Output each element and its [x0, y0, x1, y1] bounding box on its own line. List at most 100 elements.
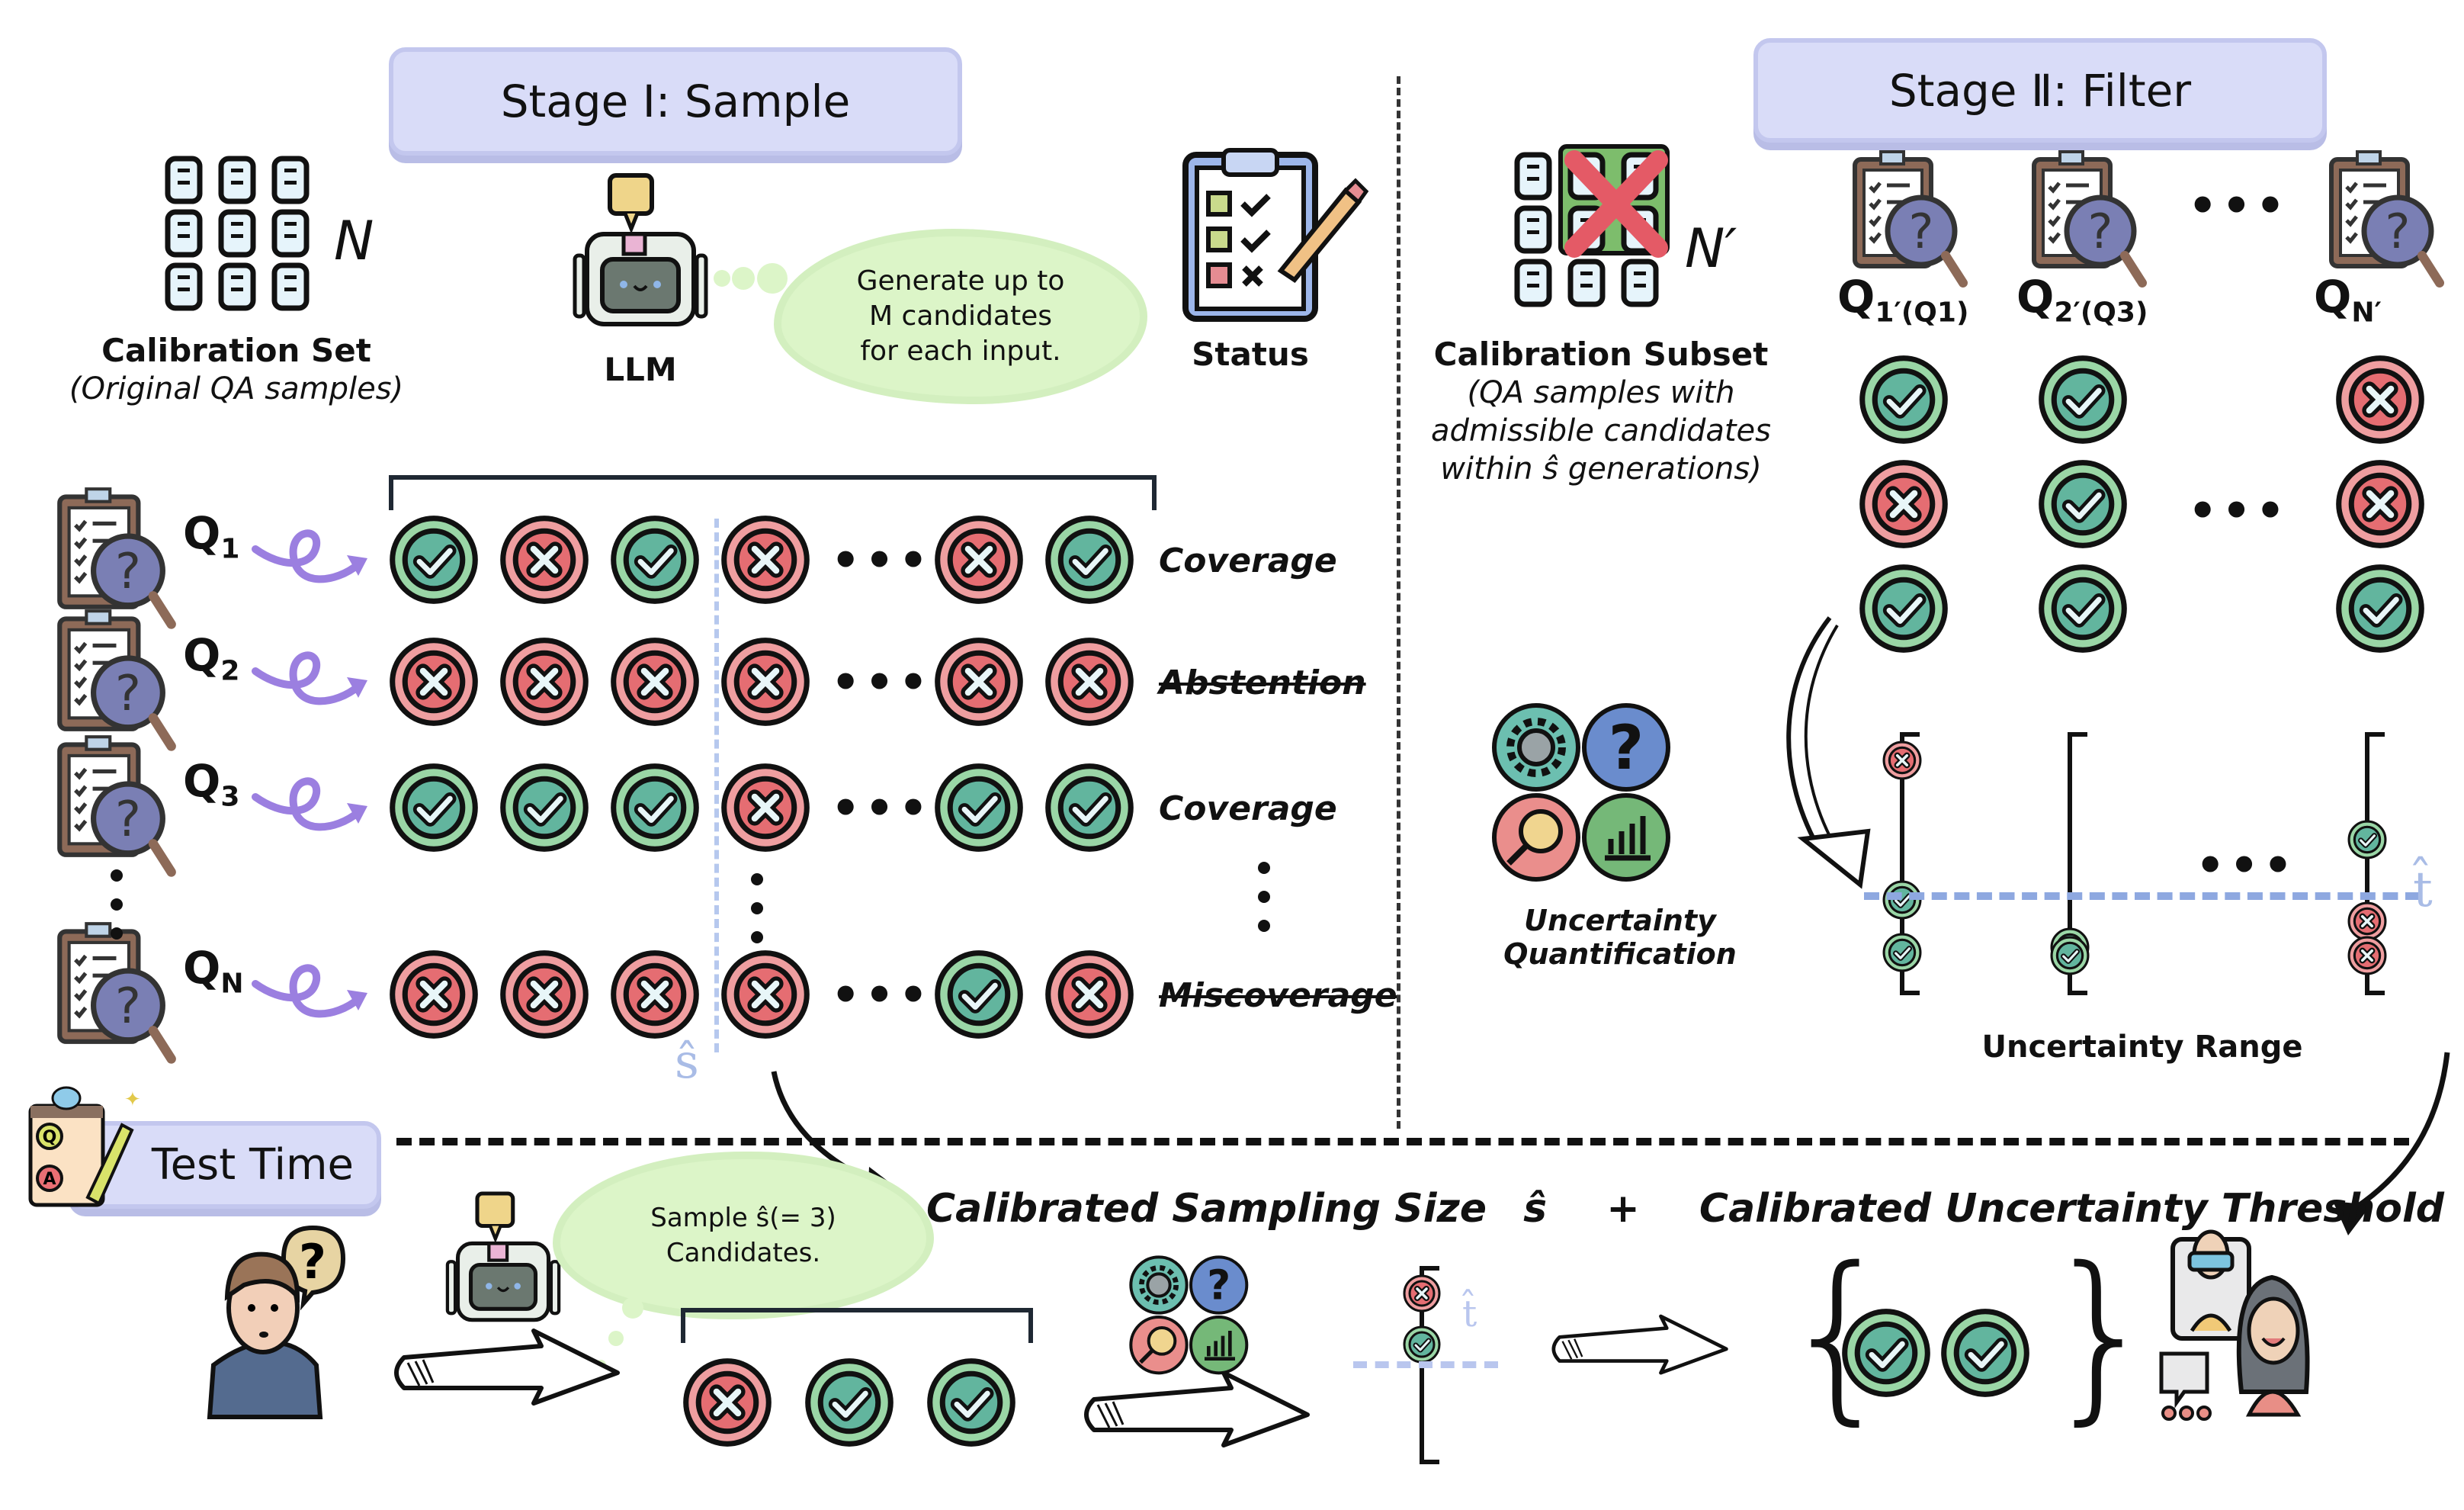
test-cross-icon: [682, 1357, 772, 1451]
question-index: 2: [220, 655, 240, 687]
rows-ellipsis-middle: [751, 873, 763, 960]
llm-label: LLM: [604, 351, 677, 388]
sketch-arrow-2: [1079, 1370, 1323, 1452]
range-cross-icon: [2347, 901, 2387, 944]
sampling-size-symbol: ŝ: [1523, 1186, 1548, 1232]
svg-text:?: ?: [115, 544, 141, 600]
question-index: 3: [220, 781, 240, 813]
question-clipboard-icon: ?: [2028, 149, 2150, 292]
subset-subtitle-line-2: admissible candidates: [1431, 413, 1771, 448]
cross-icon: [720, 949, 810, 1043]
rows-ellipsis-right: [1258, 862, 1270, 949]
final-set-close-brace: }: [2043, 1228, 2160, 1441]
check-icon: [610, 763, 700, 856]
stage1-banner: Stage Ⅰ: Sample: [389, 47, 962, 156]
stage-divider-vertical: [1397, 76, 1400, 1129]
stage2-banner: Stage Ⅱ: Filter: [1753, 38, 2327, 143]
calibration-set-subtitle: (Original QA samples): [69, 371, 404, 406]
check-icon: [610, 515, 700, 608]
thought-bubble-trail: [713, 259, 797, 300]
satisfied-users-icon: [2158, 1216, 2325, 1425]
question-label: Q1: [183, 507, 239, 565]
final-check-icon: [1841, 1308, 1931, 1401]
cross-icon: [934, 637, 1024, 730]
range-check-icon: [2347, 820, 2387, 863]
document-icon: [218, 209, 256, 258]
check-icon: [934, 949, 1024, 1043]
document-icon: [1514, 205, 1552, 254]
range-bar: [2365, 732, 2385, 995]
check-icon: [499, 763, 589, 856]
cross-icon: [499, 515, 589, 608]
stage2-banner-text: Stage Ⅱ: Filter: [1888, 64, 2192, 117]
status-clipboard-icon: [1182, 148, 1369, 327]
svg-text:?: ?: [115, 978, 141, 1035]
question-label: Q2: [183, 629, 239, 687]
check-icon: [1859, 564, 1949, 657]
question-letter: Q: [183, 942, 221, 994]
calibration-set-title: Calibration Set: [101, 332, 371, 369]
question-letter: Q: [183, 507, 221, 559]
svg-text:?: ?: [115, 666, 141, 722]
calibration-subset-subtitle: (QA samples with admissible candidates w…: [1418, 374, 1784, 488]
sampling-arrow-icon: [252, 526, 374, 598]
llm-robot-icon: [564, 172, 717, 335]
candidates-bracket: [389, 475, 1157, 510]
sampling-arrow-icon: [252, 648, 374, 720]
row-status-label: Abstention: [1159, 663, 1366, 702]
question-label: QN: [183, 942, 243, 1000]
question-clipboard-icon: ?: [2325, 149, 2447, 292]
document-icon: [165, 209, 203, 258]
question-clipboard-icon: ?: [1849, 149, 1971, 292]
bubble-line-1: Generate up to: [856, 265, 1065, 297]
ranges-ellipsis: •••: [2196, 839, 2298, 892]
range-check-icon: [1882, 880, 1922, 923]
filtered-question-label: Q2′(Q3): [2016, 271, 2148, 329]
check-icon: [1044, 763, 1134, 856]
question-clipboard-icon: ?: [53, 486, 179, 634]
check-icon: [2038, 564, 2128, 657]
row-status-label: Coverage: [1159, 541, 1337, 580]
threshold-symbol: t̂: [2413, 862, 2433, 918]
svg-text:A: A: [43, 1170, 56, 1189]
check-icon: [2335, 564, 2425, 657]
sample-size-cutoff-symbol: ŝ: [675, 1033, 699, 1089]
uncertainty-quantification-icon: ?: [1490, 702, 1673, 888]
cross-icon: [389, 949, 479, 1043]
test-time-divider: [396, 1138, 2409, 1145]
document-icon: [1514, 152, 1552, 201]
document-icon: [218, 156, 256, 204]
candidates-ellipsis: •••: [831, 969, 933, 1022]
calibrated-sampling-size-label: Calibrated Sampling Size: [926, 1186, 1487, 1232]
row-status-label: Miscoverage: [1159, 976, 1397, 1015]
sketch-arrow-3: [1548, 1312, 1738, 1383]
test-check-icon: [926, 1357, 1016, 1451]
cross-icon: [720, 515, 810, 608]
svg-text:?: ?: [299, 1234, 326, 1290]
threshold-line: [1864, 892, 2421, 900]
cross-icon: [934, 515, 1024, 608]
test-bubble-line-1: Sample ŝ(= 3): [650, 1203, 836, 1233]
cross-icon: [2335, 459, 2425, 552]
user-thinking-icon: ?: [191, 1213, 374, 1422]
uncertainty-quantification-label: Uncertainty Quantification: [1503, 904, 1737, 971]
check-icon: [2038, 355, 2128, 448]
cross-icon: [1859, 459, 1949, 552]
range-check-icon: [2050, 936, 2090, 978]
check-icon: [2038, 459, 2128, 552]
question-letter: Q: [183, 629, 221, 681]
calibrated-threshold-label: Calibrated Uncertainty Threshold: [1699, 1186, 2445, 1232]
test-threshold-line: [1353, 1361, 1498, 1368]
range-check-icon: [1403, 1325, 1441, 1367]
check-icon: [1859, 355, 1949, 448]
range-cross-icon: [1882, 741, 1922, 783]
document-icon: [1621, 259, 1659, 307]
filtered-question-label: QN′: [2314, 271, 2382, 329]
uncertainty-range-label: Uncertainty Range: [1981, 1030, 2303, 1065]
cross-icon: [1044, 949, 1134, 1043]
question-clipboard-icon: ?: [53, 920, 179, 1068]
bubble-line-2: M candidates: [869, 300, 1052, 332]
check-icon: [389, 515, 479, 608]
cross-icon: [720, 637, 810, 730]
test-time-banner-text: Test Time: [151, 1140, 354, 1190]
